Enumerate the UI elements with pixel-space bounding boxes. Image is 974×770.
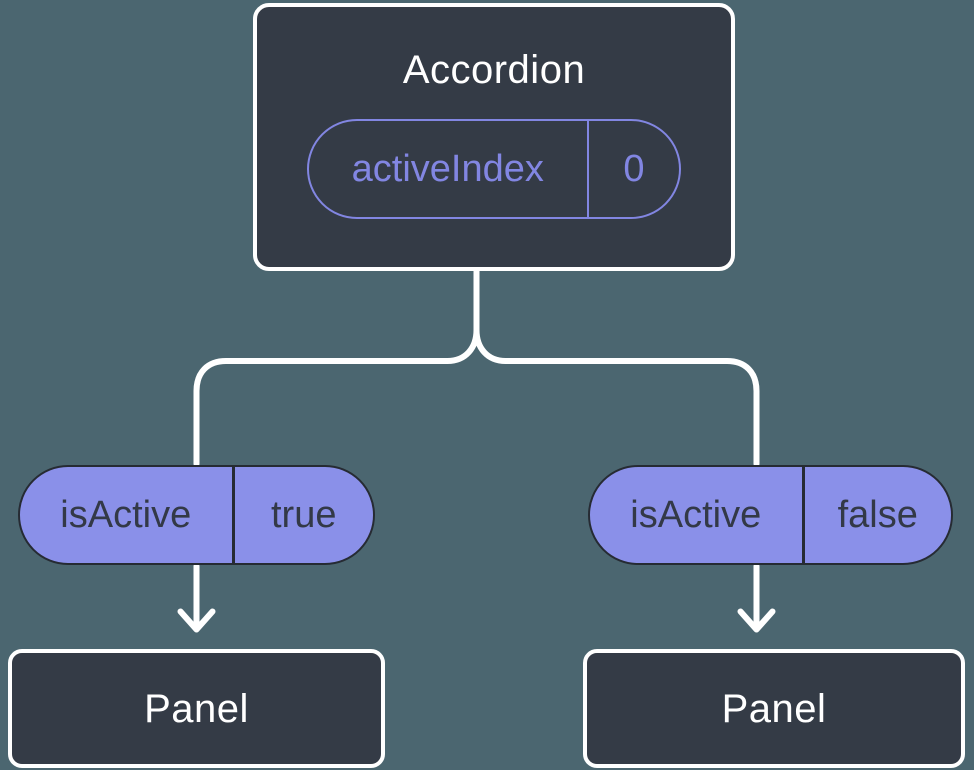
prop-value-right: false [837, 493, 918, 536]
state-name: activeIndex [351, 147, 544, 190]
panel-node-left: Panel [8, 649, 385, 768]
panel-node-right: Panel [583, 649, 965, 768]
prop-pill-divider-left [231, 467, 235, 563]
panel-node-right-title: Panel [721, 686, 827, 731]
prop-name-right: isActive [630, 493, 762, 536]
prop-pill-right: isActive false [588, 465, 953, 565]
state-value: 0 [623, 147, 645, 190]
prop-name-left: isActive [60, 493, 192, 536]
state-pill-divider [586, 121, 589, 217]
tree-branch-right [473, 327, 760, 467]
tree-branch-left [193, 327, 480, 467]
accordion-node: Accordion activeIndex 0 [253, 3, 735, 271]
right-arrow-down-icon [737, 608, 776, 633]
accordion-node-title: Accordion [402, 48, 586, 92]
panel-node-left-title: Panel [144, 686, 249, 731]
prop-pill-left: isActive true [18, 465, 375, 565]
prop-pill-divider-right [801, 467, 805, 563]
state-pill: activeIndex 0 [307, 119, 681, 219]
left-arrow-down-icon [177, 608, 216, 633]
prop-value-left: true [271, 493, 337, 536]
